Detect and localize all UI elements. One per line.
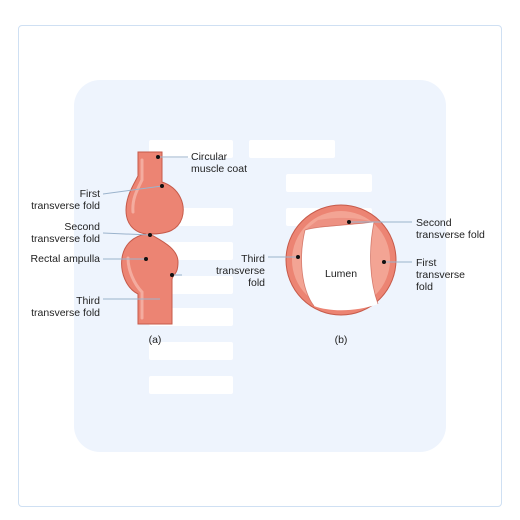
marker-dot	[296, 255, 300, 259]
leader-line	[102, 185, 163, 195]
label-lumen: Lumen	[325, 268, 358, 280]
label-b-third-transverse-fold: Third transverse fold	[215, 253, 265, 289]
answer-placeholder	[286, 174, 372, 192]
answer-placeholder	[149, 342, 233, 360]
label-circular-muscle-coat: Circular muscle coat	[191, 151, 248, 175]
answer-placeholder	[249, 140, 335, 158]
marker-dot	[160, 184, 164, 188]
marker-dot	[156, 155, 160, 159]
lumen-area	[301, 222, 378, 311]
rectum-cross-section	[285, 204, 397, 316]
leader-line	[102, 232, 151, 236]
label-rectal-ampulla: Rectal ampulla	[30, 253, 100, 265]
figure-panel	[74, 80, 446, 452]
rectum-wall	[121, 151, 184, 325]
rectum-highlight	[126, 158, 144, 320]
marker-dot	[382, 260, 386, 264]
marker-dot	[170, 273, 174, 277]
answer-placeholder	[149, 140, 233, 158]
marker-dot	[347, 220, 351, 224]
caption-b: (b)	[334, 334, 348, 346]
label-second-transverse-fold: Second transverse fold	[31, 221, 100, 245]
rectum-longitudinal	[121, 151, 184, 325]
label-b-second-transverse-fold: Second transverse fold	[416, 217, 485, 241]
answer-placeholder	[149, 376, 233, 394]
label-b-first-transverse-fold: First transverse fold	[416, 257, 466, 293]
label-first-transverse-fold: First transverse fold	[31, 188, 100, 212]
marker-dot	[148, 233, 152, 237]
caption-a: (a)	[148, 334, 162, 346]
fold-shading	[305, 217, 374, 230]
label-third-transverse-fold: Third transverse fold	[31, 295, 100, 319]
marker-dot	[144, 257, 148, 261]
